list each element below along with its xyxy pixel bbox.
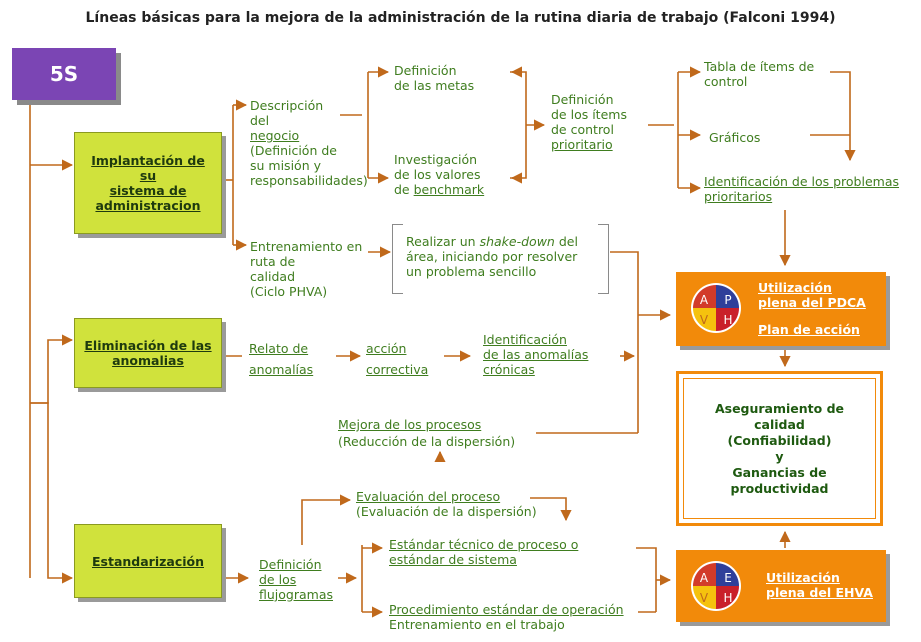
ehva-q3: V xyxy=(700,591,709,605)
ehva-q4: H xyxy=(723,591,732,605)
pdca-q4: H xyxy=(723,313,732,327)
pdca-q1: A xyxy=(700,293,709,307)
node-definicion-flujogramas: Definición de los flujogramas xyxy=(259,557,333,602)
node-estandar-tecnico: Estándar técnico de proceso o estándar d… xyxy=(389,537,579,567)
arrow-to-estandarizacion xyxy=(30,402,74,584)
pillar-implantacion: Implantación de su sistema de administra… xyxy=(74,132,222,234)
pdca-box: A P V H Utilización plena del PDCA Plan … xyxy=(676,272,886,346)
result-text: Aseguramiento de calidad (Confiabilidad)… xyxy=(683,378,876,519)
node-mejora-procesos: Mejora de los procesos (Reducción de la … xyxy=(338,417,516,449)
node-investigacion: Investigación de los valores de benchmar… xyxy=(394,152,485,197)
node-descripcion: Descripción del negocio (Definición de s… xyxy=(250,98,368,188)
node-evaluacion-proceso: Evaluación del proceso (Evaluación de la… xyxy=(356,489,537,519)
node-graficos: Gráficos xyxy=(709,130,761,145)
pdca-plan-label: Plan de acción xyxy=(758,322,860,337)
node-entrenamiento: Entrenamiento en ruta de calidad (Ciclo … xyxy=(250,239,363,299)
node-definicion-metas: Definición de las metas xyxy=(394,63,475,93)
node-accion-correctiva: acción correctiva xyxy=(366,341,429,377)
node-tabla-items: Tabla de ítems de control xyxy=(704,59,815,89)
pillar-estandarizacion: Estandarización xyxy=(74,524,222,598)
result-box: Aseguramiento de calidad (Confiabilidad)… xyxy=(676,371,883,526)
ehva-label: Utilización plena del EHVA xyxy=(766,570,873,600)
pdca-q2: P xyxy=(724,293,731,307)
arrow-to-eliminacion xyxy=(30,334,74,404)
page-title: Líneas básicas para la mejora de la admi… xyxy=(85,10,836,26)
node-shake-down: Realizar un shake-down del área, inician… xyxy=(406,234,578,279)
ehva-box: A E V H Utilización plena del EHVA xyxy=(676,550,886,622)
ehva-cycle-icon: A E V H xyxy=(691,561,741,611)
node-identificacion-cronicas: Identificación de las anomalías crónicas xyxy=(483,332,589,377)
root-5s-label: 5S xyxy=(49,62,79,86)
node-identificacion-problemas: Identificación de los problemas priorita… xyxy=(704,174,900,204)
shake-bracket-left xyxy=(392,224,403,294)
node-relato: Relato de anomalías xyxy=(249,341,314,377)
pdca-label: Utilización plena del PDCA xyxy=(758,280,866,310)
root-5s-box: 5S xyxy=(12,48,116,100)
ehva-q1: A xyxy=(700,571,709,585)
ehva-q2: E xyxy=(724,571,732,585)
node-definicion-items: Definición de los ítems de control prior… xyxy=(551,92,627,152)
pdca-q3: V xyxy=(700,313,709,327)
shake-bracket-right xyxy=(598,224,609,294)
pdca-cycle-icon: A P V H xyxy=(691,283,741,333)
pillar-eliminacion: Eliminación de las anomalias xyxy=(74,318,222,388)
node-procedimiento: Procedimiento estándar de operación Entr… xyxy=(389,602,624,632)
